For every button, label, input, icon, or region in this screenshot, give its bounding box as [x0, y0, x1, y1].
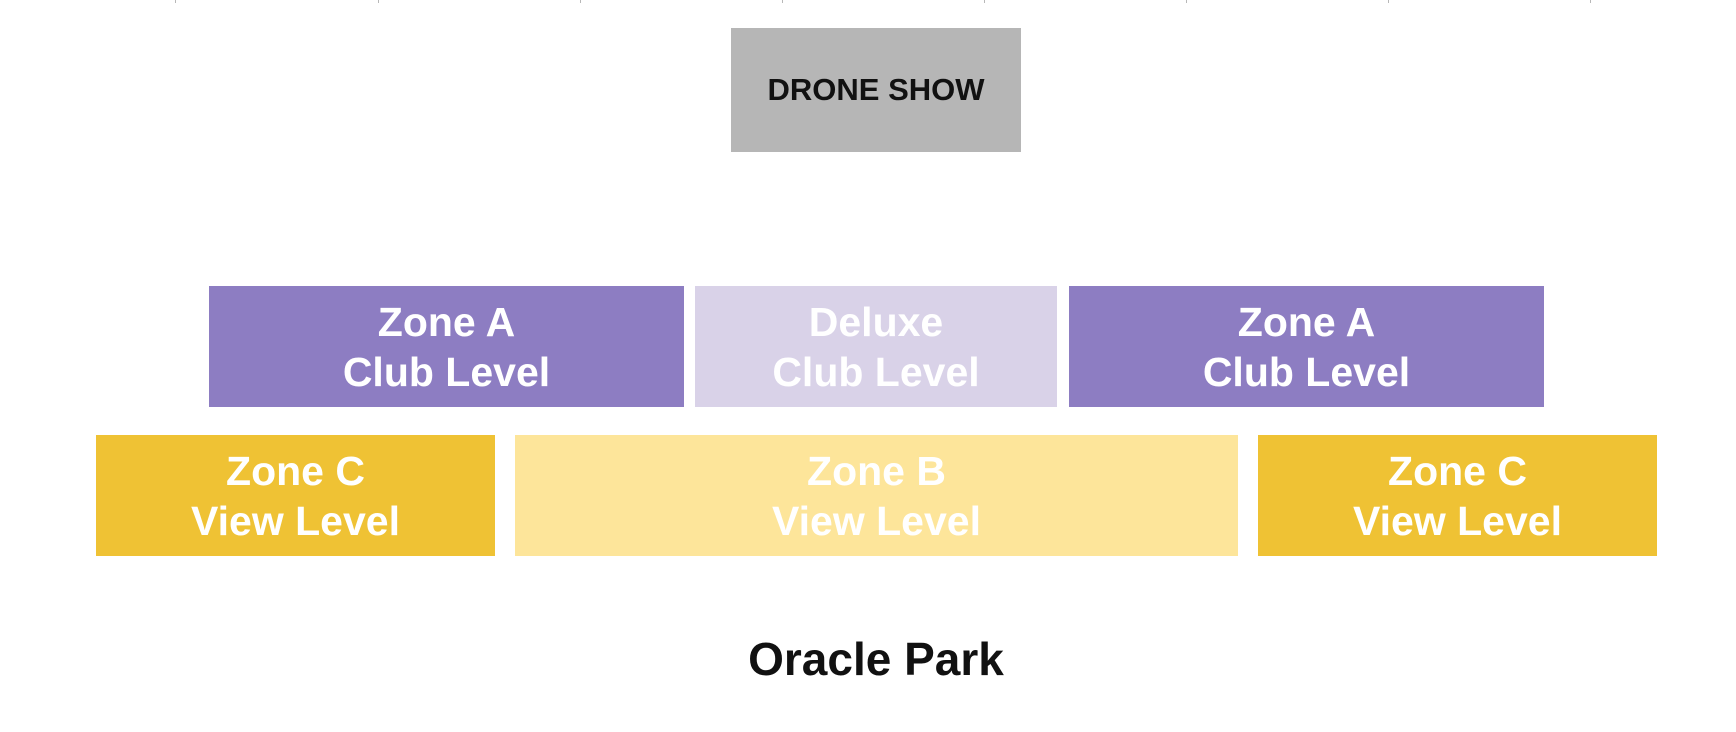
- tick-mark: [378, 0, 379, 3]
- stage-label: DRONE SHOW: [767, 72, 985, 107]
- section-label-line2: Club Level: [342, 348, 551, 395]
- section-label-line1: Zone C: [226, 447, 365, 494]
- section-zone-c-view-level-right[interactable]: Zone C View Level: [1258, 435, 1657, 556]
- section-zone-a-club-level-left[interactable]: Zone A Club Level: [209, 286, 684, 407]
- section-zone-c-view-level-left[interactable]: Zone C View Level: [96, 435, 495, 556]
- section-label-line1: Zone C: [1388, 447, 1527, 494]
- section-label-line1: Zone A: [377, 298, 516, 345]
- section-zone-b-view-level[interactable]: Zone B View Level: [515, 435, 1238, 556]
- section-label-line2: View Level: [191, 497, 400, 544]
- tick-mark: [580, 0, 581, 3]
- stage-drone-show: DRONE SHOW: [731, 28, 1021, 152]
- venue-name: Oracle Park: [748, 633, 1004, 685]
- tick-mark: [984, 0, 985, 3]
- section-label-line2: Club Level: [1202, 348, 1411, 395]
- section-label-line1: Zone B: [807, 447, 946, 494]
- section-deluxe-club-level[interactable]: Deluxe Club Level: [695, 286, 1057, 407]
- tick-mark: [1186, 0, 1187, 3]
- tick-mark: [782, 0, 783, 3]
- section-label-line1: Deluxe: [808, 298, 944, 345]
- tick-mark: [1590, 0, 1591, 3]
- section-label-line1: Zone A: [1237, 298, 1376, 345]
- section-label-line2: View Level: [1353, 497, 1562, 544]
- section-label-line2: View Level: [772, 497, 981, 544]
- section-zone-a-club-level-right[interactable]: Zone A Club Level: [1069, 286, 1544, 407]
- tick-mark: [1388, 0, 1389, 3]
- section-label-line2: Club Level: [772, 348, 980, 395]
- tick-mark: [175, 0, 176, 3]
